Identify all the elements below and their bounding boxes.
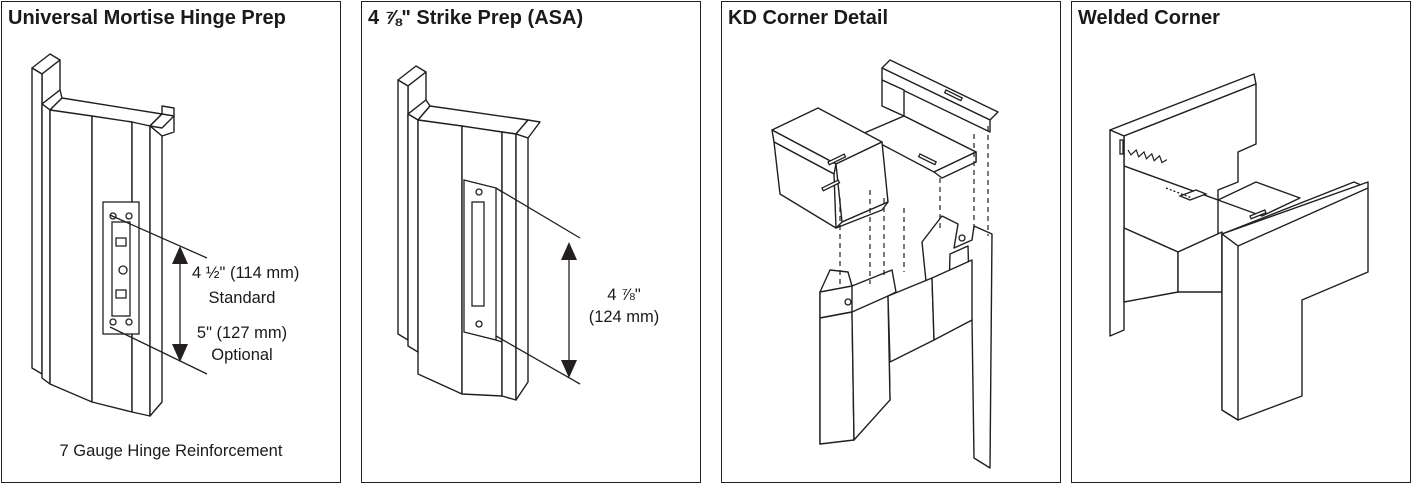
hinge-prep-illustration: 4 ½" (114 mm) Standard 5" (127 mm) Optio… [31,53,299,417]
dimension-optional: 5" (127 mm) [197,324,287,342]
dimension-standard-note: Standard [209,289,276,307]
hinge-reinforcement-caption: 7 Gauge Hinge Reinforcement [59,442,283,460]
strike-dimension-metric: (124 mm) [589,308,660,326]
panel-kd-corner: KD Corner Detail [721,1,1061,483]
panel-welded-corner: Welded Corner [1071,1,1411,483]
strike-prep-illustration: 4 ⅞" (124 mm) [397,65,660,401]
strike-dimension: 4 ⅞" [607,286,641,304]
panel-title: Welded Corner [1078,7,1220,29]
panel-title: 4 ⅞" Strike Prep (ASA) [368,7,584,29]
kd-corner-illustration [771,59,999,469]
dimension-optional-note: Optional [211,346,272,364]
panel-strike-prep: 4 ⅞" Strike Prep (ASA) [361,1,701,483]
panel-title: Universal Mortise Hinge Prep [8,7,286,29]
dimension-standard: 4 ½" (114 mm) [192,264,299,282]
weld-bead [1127,148,1168,164]
panel-title: KD Corner Detail [728,7,889,29]
welded-corner-illustration [1109,73,1369,421]
panel-hinge-prep: Universal Mortise Hinge Prep [1,1,341,483]
